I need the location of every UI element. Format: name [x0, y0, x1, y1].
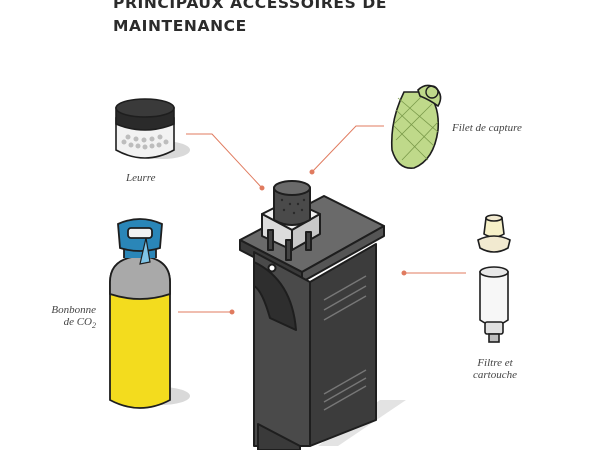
capture-net-icon: [390, 84, 442, 169]
title-line-1: PRINCIPAUX ACCESSOIRES DE: [113, 0, 388, 12]
label-filter-cartridge: Filtre et cartouche: [460, 357, 530, 381]
leader-net-dot: [309, 169, 315, 175]
title-line-2: MAINTENANCE: [113, 17, 247, 35]
co2-cylinder-icon: [109, 218, 190, 409]
leader-lines: [178, 125, 466, 315]
label-filter-line-1: Filtre et: [477, 357, 513, 369]
label-co2-line-1: Bonbonne: [51, 304, 96, 316]
diagram-title: PRINCIPAUX ACCESSOIRES DE MAINTENANCE: [113, 0, 433, 38]
leader-lure-dot: [259, 185, 265, 191]
leader-filter-dot: [401, 270, 407, 276]
label-co2-cylinder: Bonbonne de CO2: [28, 304, 96, 332]
label-lure: Leurre: [126, 172, 156, 184]
machine-body: [239, 180, 406, 450]
label-co2-line-2-text: de CO: [63, 316, 92, 328]
label-filter-line-2: cartouche: [473, 369, 517, 381]
filter-cartridge-icon: [477, 214, 511, 343]
leader-lure: [186, 133, 263, 189]
label-capture-net: Filet de capture: [452, 122, 522, 134]
lure-jar-icon: [115, 98, 190, 159]
label-co2-line-2: de CO2: [28, 316, 96, 332]
leader-net: [311, 125, 384, 173]
leader-co2-dot: [229, 309, 235, 315]
label-co2-subscript: 2: [92, 321, 96, 331]
